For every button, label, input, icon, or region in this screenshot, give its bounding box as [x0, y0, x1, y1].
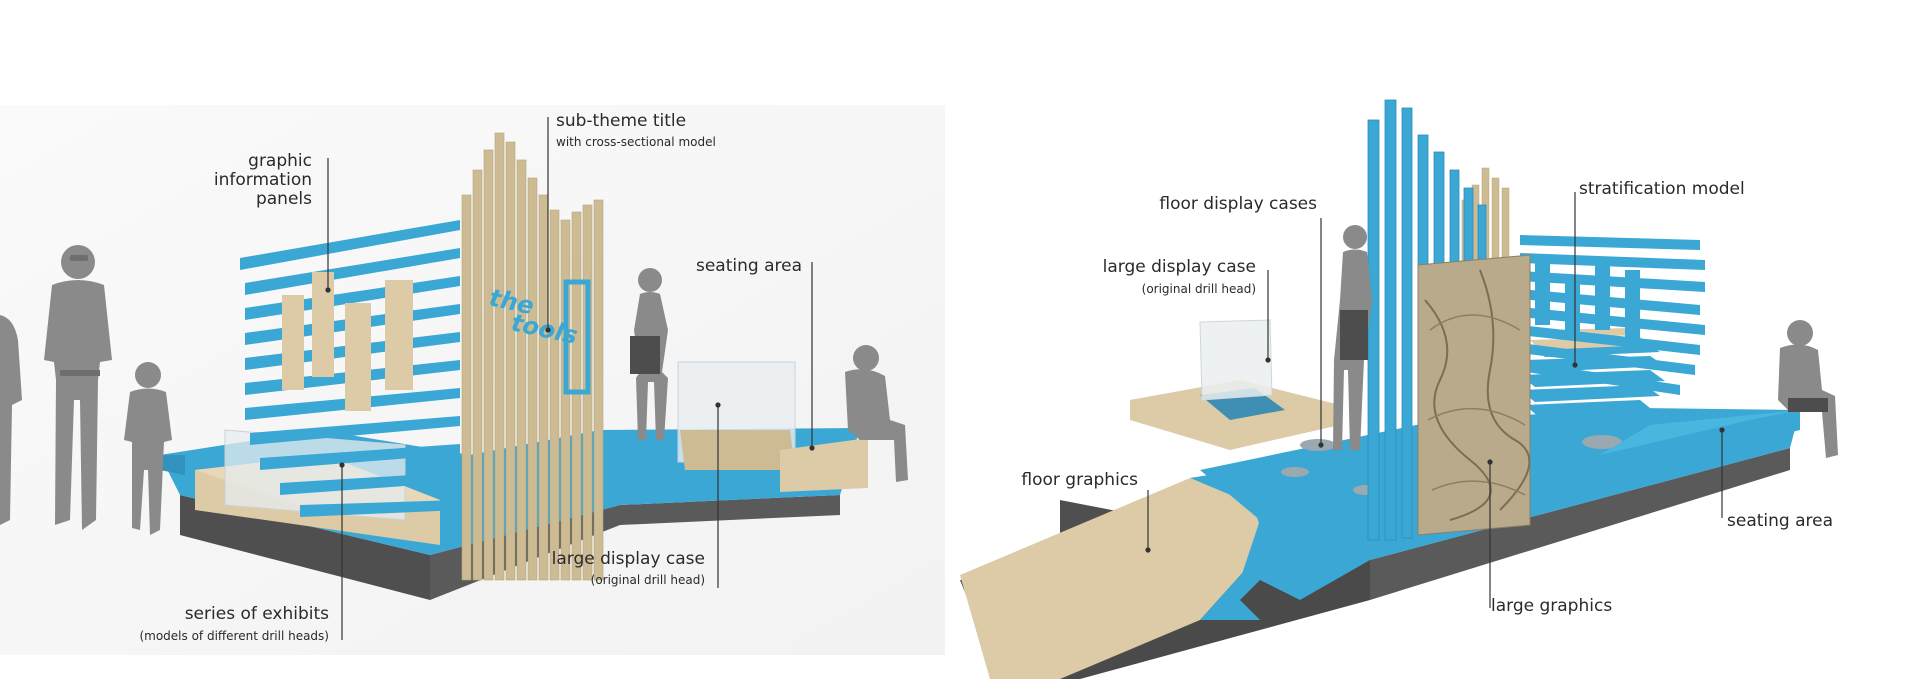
left-platform-base	[180, 495, 430, 600]
right-large-graphics-panel	[1417, 254, 1531, 536]
right-person-details	[1340, 310, 1828, 412]
left-floor-strip	[160, 455, 185, 475]
label-sub-theme-note: with cross-sectional model	[556, 135, 716, 149]
label-large-graphics: large graphics	[1491, 596, 1613, 616]
left-case-plinth	[680, 430, 795, 470]
label-right-large-display-case: large display case	[1102, 257, 1256, 277]
label-floor-display-cases: floor display cases	[1159, 194, 1317, 214]
right-floor-blue-wedge	[1190, 470, 1290, 620]
tools-cross-section-frame	[563, 279, 591, 395]
label-right-seating-area: seating area	[1727, 511, 1834, 531]
label-left-seating-area: seating area	[695, 256, 802, 276]
right-slat-wall	[1520, 235, 1705, 395]
left-visitors	[0, 245, 908, 535]
label-exhibits-note: (models of different drill heads)	[139, 629, 329, 643]
label-series-of-exhibits: series of exhibits	[184, 604, 329, 624]
label-sub-theme-title: sub-theme title	[556, 111, 687, 131]
label-left-display-case-note: (original drill head)	[590, 573, 705, 587]
label-left-large-display-case: large display case	[551, 549, 705, 569]
right-leader-lines	[1145, 192, 1725, 608]
label-info-panels: graphic information panels	[214, 152, 312, 209]
label-right-display-case-note: (original drill head)	[1141, 282, 1256, 296]
right-platform-side-right	[1370, 448, 1790, 600]
right-floor-discs	[1281, 435, 1622, 495]
left-leader-lines	[325, 117, 815, 640]
right-display-case	[1199, 319, 1273, 401]
left-info-panels	[282, 272, 413, 411]
label-floor-graphics: floor graphics	[1021, 470, 1138, 490]
right-floor-graphic	[960, 478, 1290, 679]
left-exhibit-render: the tools	[0, 105, 945, 655]
left-seat-block	[780, 438, 868, 492]
right-exhibit-render	[960, 99, 1838, 679]
label-stratification-model: stratification model	[1579, 179, 1745, 199]
left-person-details	[60, 255, 660, 376]
right-seat-top	[1600, 410, 1800, 455]
label-info-panels-line2: information	[213, 170, 312, 190]
label-info-panels-line1: graphic	[248, 151, 312, 171]
label-info-panels-line3: panels	[255, 189, 312, 209]
right-seat	[1600, 410, 1800, 478]
